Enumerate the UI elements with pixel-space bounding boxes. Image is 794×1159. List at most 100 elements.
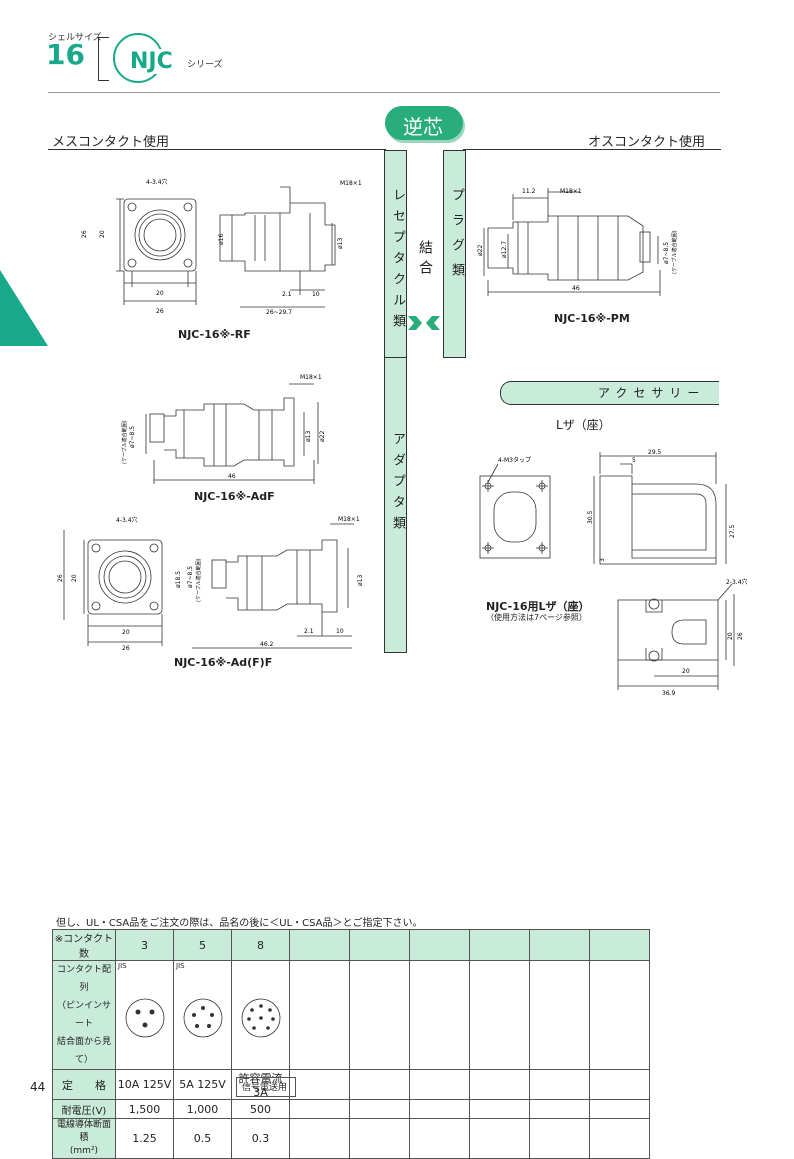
adff-dim-d785: ø7~8.5	[187, 566, 194, 588]
lbracket-dim-l3: 3	[599, 558, 606, 562]
jis-mark-5: JIS	[176, 962, 185, 970]
cell-rating-5: 5A 125V	[173, 1069, 232, 1100]
adff-caption: NJC-16※-Ad(F)F	[174, 656, 273, 669]
adff-dim-cable: (ケーブル適合範囲)	[195, 558, 202, 602]
rf-dim-w26: 26	[156, 308, 164, 315]
rf-dim-w20: 20	[156, 290, 164, 297]
contact-layout-5-icon	[183, 998, 222, 1038]
adf-dim-d22: ø22	[319, 431, 326, 442]
cell-area-8: 0.3	[231, 1118, 290, 1159]
shell-size-label: シェルサイズ	[48, 33, 102, 43]
jis-mark-3: JIS	[118, 962, 127, 970]
ul-csa-note: 但し、UL・CSA品をご注文の際は、品名の後に＜UL・CSA品＞とご指定下さい。	[56, 918, 423, 929]
cell-voltage-8: 500	[231, 1099, 290, 1119]
lbracket-dim-h26: 26	[737, 632, 744, 640]
cell-voltage-5: 1,000	[173, 1099, 232, 1119]
contact-layout-8-icon	[241, 998, 280, 1038]
pm-caption: NJC-16※-PM	[554, 312, 630, 325]
rf-dim-l10: 10	[312, 291, 320, 298]
lbracket-dim-l295: 29.5	[648, 449, 662, 456]
lbracket-caption: NJC-16用Lザ（座）	[486, 600, 590, 613]
side-tab-triangle	[0, 270, 48, 346]
cell-contacts-8: 8	[231, 929, 290, 961]
header-rule	[48, 92, 720, 93]
adf-dim-cable: (ケーブル適合範囲)	[121, 420, 128, 464]
adff-dim-holes: 4-3.4穴	[116, 516, 138, 524]
lbracket-drawing: 4-M3タップ 29.5 5 30.5 27.5 3 2-3.4穴 20 26 …	[479, 449, 748, 697]
rf-caption: NJC-16※-RF	[178, 328, 251, 341]
cell-voltage-3: 1,500	[115, 1099, 174, 1119]
adff-dim-w26: 26	[122, 645, 130, 652]
coupling-label: 結合	[417, 240, 433, 280]
pm-dim-cable: (ケーブル適合範囲)	[671, 230, 678, 274]
accessory-heading-bar	[500, 381, 719, 405]
plug-column-label: プラグ類	[449, 188, 464, 288]
adff-dim-h26: 26	[57, 574, 64, 582]
male-contact-heading: オスコンタクト使用	[588, 135, 706, 150]
pm-dim-d785: ø7~8.5	[663, 242, 670, 264]
page-number: 44	[30, 1080, 46, 1094]
row-label-layout-1: コンタクト配列	[56, 965, 111, 993]
accessory-heading: アクセサリー	[598, 386, 706, 400]
adapter-column	[384, 357, 407, 653]
shell-size-number: 16	[46, 38, 85, 71]
adff-dim-d185: ø18.5	[175, 571, 182, 588]
adff-dim-d13: ø13	[357, 575, 364, 586]
lbracket-note: （使用方法は7ページ参照）	[486, 613, 587, 622]
cell-area-3: 1.25	[115, 1118, 174, 1159]
coupling-arrows-icon	[408, 316, 440, 330]
rf-dim-thread: M18×1	[340, 180, 362, 187]
receptacle-column-label: レセプタクル類	[390, 188, 405, 335]
contact-layout-3-icon	[125, 998, 164, 1038]
adapter-column-label: アダプタ類	[390, 432, 405, 537]
adff-dim-l21: 2.1	[304, 628, 314, 635]
pm-dim-thread: M18×1	[560, 188, 582, 195]
series-name: NJC	[128, 49, 175, 74]
rf-dim-l2629: 26~29.7	[266, 309, 292, 316]
adff-drawing: 4-3.4穴 M18×1 26 20 20 26 ø18.5 ø7~8.5 (ケ…	[57, 516, 364, 652]
rf-dim-d16: ø16	[218, 234, 225, 245]
adf-caption: NJC-16※-AdF	[194, 490, 275, 503]
pm-dim-l112: 11.2	[522, 188, 536, 195]
cell-contacts-3: 3	[115, 929, 174, 961]
cell-contacts-5: 5	[173, 929, 232, 961]
adf-dim-d785: ø7~8.5	[129, 426, 136, 448]
lbracket-title: Lザ（座）	[556, 418, 611, 432]
row-label-layout-2: （ピンインサート	[56, 1001, 111, 1029]
adff-dim-w20: 20	[122, 629, 130, 636]
rf-dim-holes: 4-3.4穴	[146, 178, 168, 186]
rf-drawing: 4-3.4穴 M18×1 26 20 20 26 ø16 ø13 2.1 10 …	[81, 178, 362, 316]
pm-dim-d127: ø12.7	[501, 241, 508, 258]
rf-dim-h26: 26	[81, 230, 88, 238]
adff-dim-l462: 46.2	[260, 641, 274, 648]
rf-dim-l21: 2.1	[282, 291, 292, 298]
signal-note: 信号電送用	[242, 1083, 288, 1093]
cell-area-5: 0.5	[173, 1118, 232, 1159]
adf-dim-thread: M18×1	[300, 374, 322, 381]
rf-dim-h20: 20	[99, 230, 106, 238]
lbracket-dim-h20: 20	[727, 632, 734, 640]
row-label-rating: 定 格	[52, 1069, 116, 1100]
pm-dim-l46: 46	[572, 285, 580, 292]
cell-rating-3: 10A 125V	[115, 1069, 174, 1100]
lbracket-dim-l5: 5	[632, 457, 636, 464]
adff-dim-thread: M18×1	[338, 516, 360, 523]
pm-dim-d22: ø22	[477, 245, 484, 256]
lbracket-dim-tap: 4-M3タップ	[498, 456, 531, 464]
heading-rule-left	[48, 149, 386, 150]
row-label-layout-3: 結合面から見て）	[56, 1037, 111, 1065]
header-divider-bracket	[98, 37, 109, 81]
signal-note-box	[236, 1077, 296, 1097]
plug-column	[443, 150, 466, 358]
lbracket-dim-holes: 2-3.4穴	[726, 578, 748, 586]
adff-dim-l10: 10	[336, 628, 344, 635]
reverse-contact-label: 逆芯	[403, 115, 443, 139]
female-contact-heading: メスコンタクト使用	[52, 135, 170, 150]
lbracket-dim-w20: 20	[682, 668, 690, 675]
adf-dim-d13: ø13	[305, 431, 312, 442]
adf-dim-l46: 46	[228, 473, 236, 480]
heading-rule-right	[463, 149, 721, 150]
adff-dim-h20: 20	[71, 574, 78, 582]
row-label-voltage: 耐電圧(V)	[52, 1099, 116, 1119]
reverse-contact-badge	[385, 106, 463, 140]
